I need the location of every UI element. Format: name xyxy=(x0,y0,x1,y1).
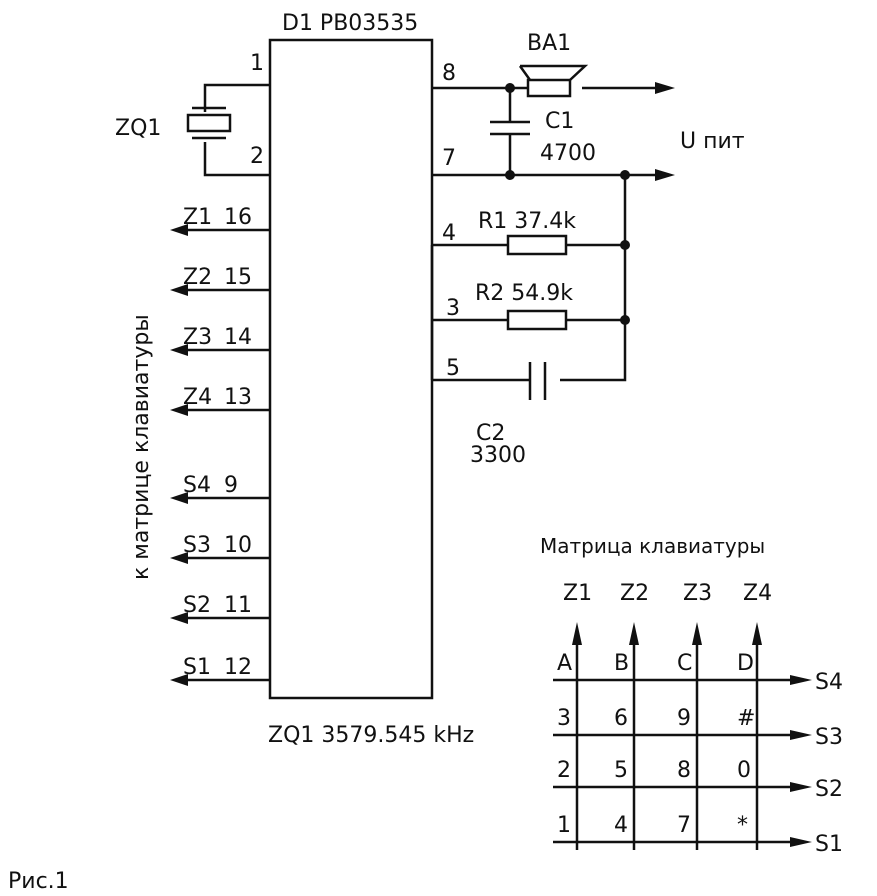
arrow-left-icon xyxy=(170,674,188,686)
speaker-symbol xyxy=(518,64,589,98)
pin-number: 14 xyxy=(224,325,252,350)
crystal-symbol xyxy=(186,83,270,177)
arrow-left-icon xyxy=(170,612,188,624)
matrix-title: Матрица клавиатуры xyxy=(540,534,765,558)
arrow-up-icon xyxy=(752,622,762,645)
matrix-key: 7 xyxy=(677,813,691,838)
matrix-column-label: Z2 xyxy=(620,581,649,606)
arrow-up-icon xyxy=(629,622,639,645)
matrix-key: 5 xyxy=(614,758,628,783)
ic-label: D1 PB03535 xyxy=(282,11,418,36)
matrix-row-label: S3 xyxy=(815,725,843,750)
speaker-label: BA1 xyxy=(527,31,571,56)
arrow-left-icon xyxy=(170,344,188,356)
signal-label: Z3 xyxy=(183,325,212,350)
pin-number: 15 xyxy=(224,265,252,290)
signal-label: S1 xyxy=(183,655,211,680)
node xyxy=(620,240,630,250)
pin-7-label: 7 xyxy=(442,146,456,171)
crystal-label: ZQ1 xyxy=(115,116,161,141)
node xyxy=(505,170,515,180)
pin-number: 13 xyxy=(224,385,252,410)
matrix-column-label: Z3 xyxy=(683,581,712,606)
matrix-key: 4 xyxy=(614,813,628,838)
crystal-note: ZQ1 3579.545 kHz xyxy=(268,723,474,748)
arrow-right-icon xyxy=(790,782,812,792)
matrix-key: 9 xyxy=(677,706,691,731)
arrow-left-icon xyxy=(170,404,188,416)
pin-number: 9 xyxy=(224,473,238,498)
matrix-column-label: Z4 xyxy=(743,581,772,606)
matrix-key: A xyxy=(557,651,572,676)
pin-8-label: 8 xyxy=(442,61,456,86)
matrix-row-label: S4 xyxy=(815,670,843,695)
matrix-row-label: S2 xyxy=(815,777,843,802)
matrix-column-label: Z1 xyxy=(563,581,592,606)
pin-5-label: 5 xyxy=(446,356,460,381)
signal-label: S4 xyxy=(183,473,211,498)
arrow-left-icon xyxy=(170,492,188,504)
pin-2-label: 2 xyxy=(250,144,264,169)
matrix-key: 6 xyxy=(614,706,628,731)
arrow-left-icon xyxy=(170,224,188,236)
arrow-up-icon xyxy=(692,622,702,645)
matrix-row-label: S1 xyxy=(815,832,843,857)
signal-label: Z4 xyxy=(183,385,212,410)
signal-label: Z1 xyxy=(183,205,212,230)
arrow-right-icon xyxy=(790,675,812,685)
c2-name: C2 xyxy=(476,421,505,446)
capacitor-c1 xyxy=(490,88,530,175)
matrix-key: D xyxy=(737,651,754,676)
matrix-key: 0 xyxy=(737,758,751,783)
matrix-key: 1 xyxy=(557,813,571,838)
arrow-right-icon xyxy=(790,837,812,847)
pin-1-label: 1 xyxy=(250,51,264,76)
r2-label: R2 54.9k xyxy=(475,281,573,306)
matrix-key: # xyxy=(737,706,755,731)
node xyxy=(620,315,630,325)
pin-number: 12 xyxy=(224,655,252,680)
supply-label: U пит xyxy=(680,129,745,154)
matrix-key: C xyxy=(677,651,692,676)
matrix-key: 2 xyxy=(557,758,571,783)
arrow-left-icon xyxy=(170,284,188,296)
c2-value: 3300 xyxy=(470,443,526,468)
side-label: к матрице клавиатуры xyxy=(129,314,154,580)
arrow-right-icon xyxy=(655,169,675,181)
wire-network xyxy=(430,175,627,382)
r1-label: R1 37.4k xyxy=(478,209,576,234)
signal-label: Z2 xyxy=(183,265,212,290)
arrow-right-icon xyxy=(790,730,812,740)
resistor-r1 xyxy=(506,234,568,256)
matrix-key: * xyxy=(737,813,748,838)
c1-value: 4700 xyxy=(540,141,596,166)
pin-3-label: 3 xyxy=(446,296,460,321)
pin-4-label: 4 xyxy=(442,221,456,246)
signal-label: S3 xyxy=(183,533,211,558)
pin-number: 10 xyxy=(224,533,252,558)
matrix-key: B xyxy=(614,651,629,676)
arrow-right-icon xyxy=(655,82,675,94)
resistor-r2 xyxy=(506,309,568,331)
matrix-key: 3 xyxy=(557,706,571,731)
signal-label: S2 xyxy=(183,593,211,618)
pin-number: 16 xyxy=(224,205,252,230)
pin-number: 11 xyxy=(224,593,252,618)
capacitor-c2 xyxy=(528,362,547,400)
arrow-left-icon xyxy=(170,552,188,564)
figure-caption: Рис.1 xyxy=(8,869,69,894)
arrow-up-icon xyxy=(572,622,582,645)
c1-name: C1 xyxy=(545,109,574,134)
matrix-key: 8 xyxy=(677,758,691,783)
ic-body xyxy=(268,38,434,700)
